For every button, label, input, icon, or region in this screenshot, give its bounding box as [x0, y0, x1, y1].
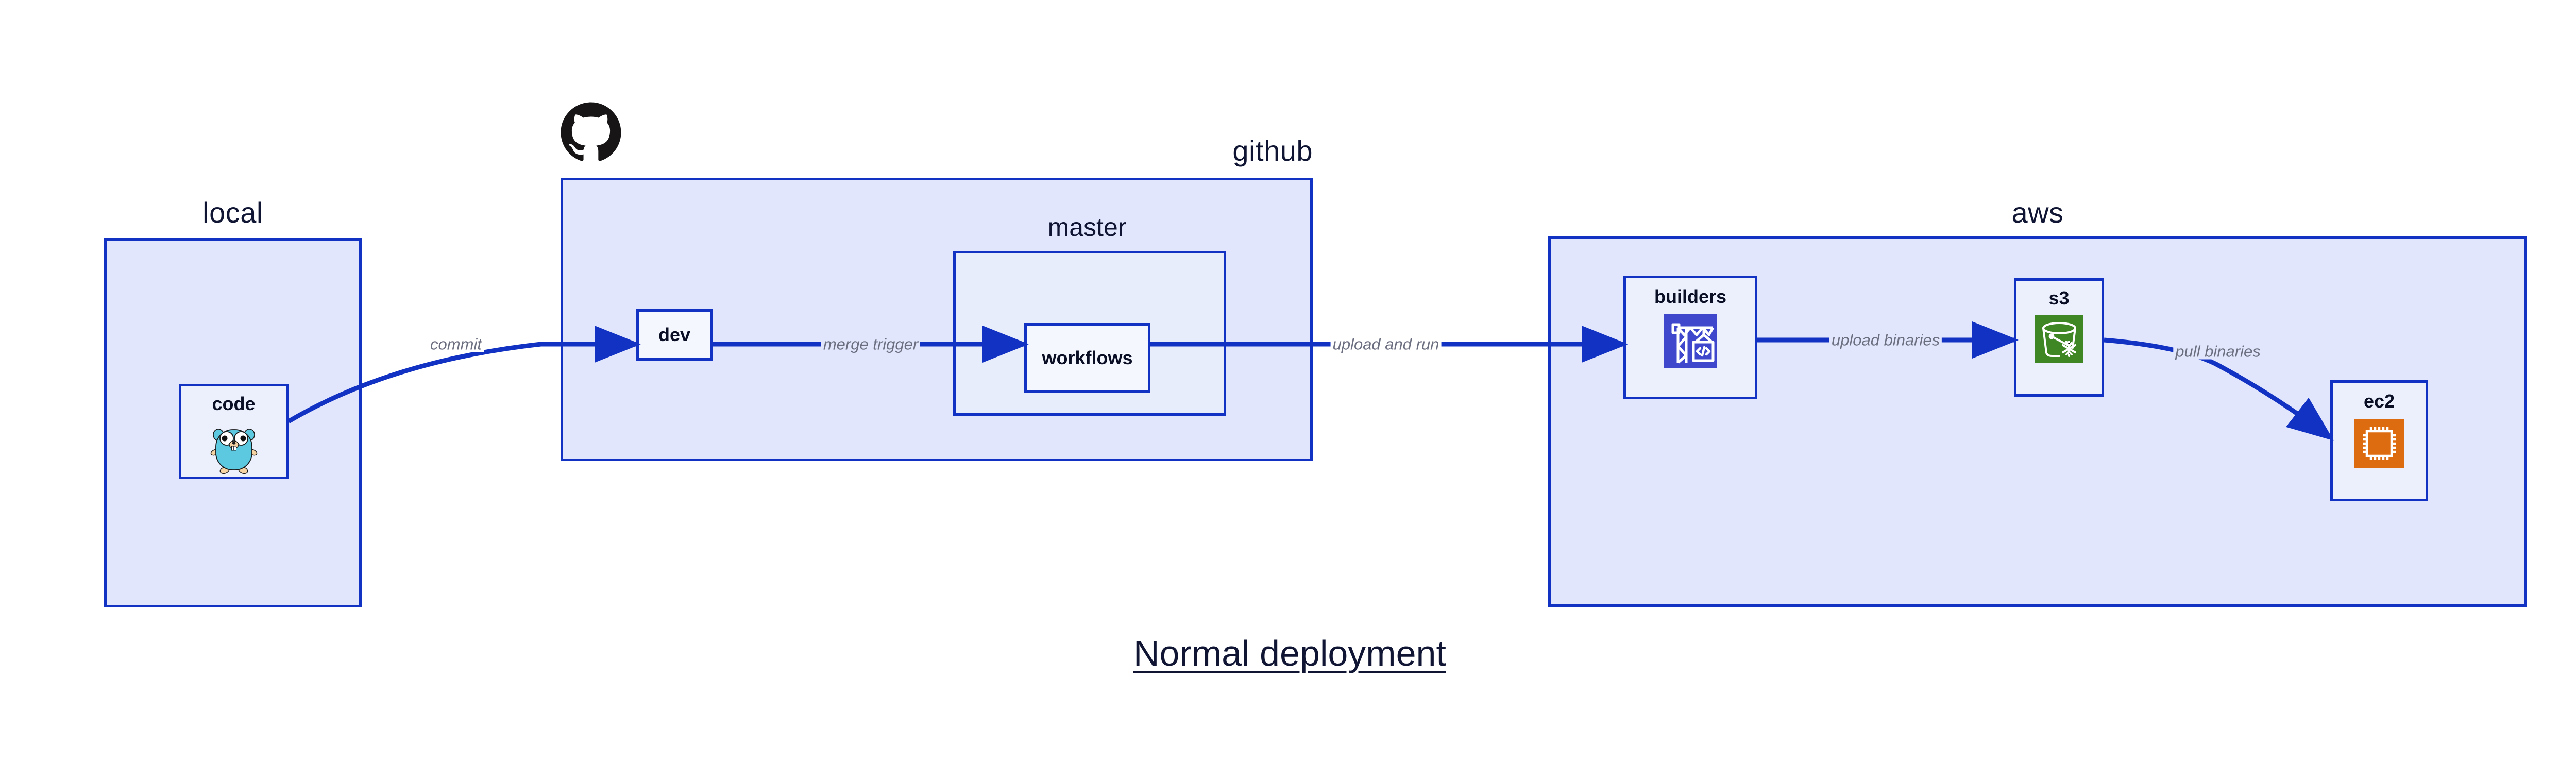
edge-label-commit: commit — [428, 336, 484, 352]
edge-label-pull-binaries: pull binaries — [2173, 343, 2263, 360]
node-dev[interactable]: dev — [636, 309, 713, 361]
group-label-aws: aws — [2011, 196, 2064, 229]
node-builders-label: builders — [1654, 286, 1727, 307]
group-label-local: local — [202, 196, 263, 229]
edge-label-upload-and-run: upload and run — [1330, 336, 1442, 352]
edge-label-merge-trigger: merge trigger — [821, 336, 921, 352]
node-code[interactable]: code — [179, 384, 289, 479]
aws-codebuild-icon — [1664, 314, 1717, 370]
node-code-label: code — [212, 393, 256, 414]
node-dev-label: dev — [658, 324, 691, 345]
github-octocat-logo — [560, 101, 622, 164]
node-s3[interactable]: s3 — [2014, 278, 2104, 397]
node-ec2-label: ec2 — [2363, 390, 2395, 412]
aws-s3-glacier-icon — [2035, 315, 2083, 366]
node-builders[interactable]: builders — [1623, 276, 1757, 399]
node-ec2[interactable]: ec2 — [2330, 380, 2428, 501]
edge-label-upload-binaries: upload binaries — [1829, 332, 1942, 348]
group-label-github: github — [1232, 134, 1313, 167]
node-workflows[interactable]: workflows — [1024, 323, 1150, 393]
node-s3-label: s3 — [2048, 287, 2070, 309]
aws-ec2-chip-icon — [2354, 419, 2404, 471]
subgroup-label-master: master — [1047, 213, 1127, 242]
go-gopher-icon — [207, 420, 261, 477]
node-workflows-label: workflows — [1042, 347, 1133, 368]
diagram-title: Normal deployment — [1133, 633, 1446, 673]
